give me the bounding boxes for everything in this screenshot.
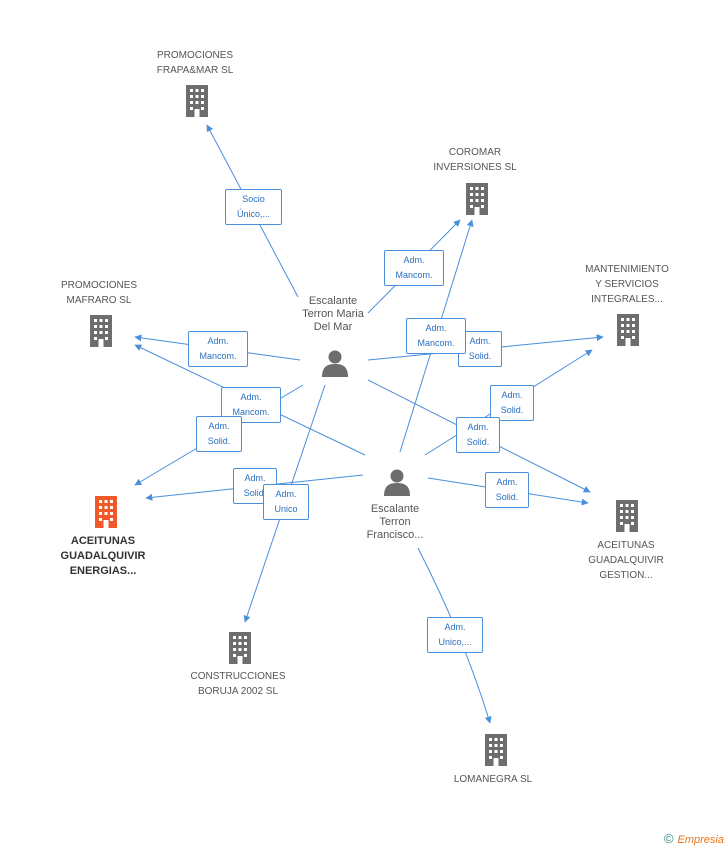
building-icon-frapamar[interactable] (186, 85, 208, 117)
company-label-gestion[interactable]: ACEITUNAS GUADALQUIVIR GESTION... (588, 540, 664, 581)
edge-label-adm-mancom-coromar-2: Adm. Mancom. (406, 318, 466, 354)
building-icon-boruja[interactable] (229, 632, 251, 664)
company-label-coromar[interactable]: COROMAR INVERSIONES SL (433, 147, 517, 173)
building-icon-coromar[interactable] (466, 183, 488, 215)
edge-label-adm-solid-gestion-2: Adm. Solid. (485, 472, 529, 508)
person-icon-francisco[interactable] (384, 469, 410, 497)
building-icon-lomanegra[interactable] (485, 734, 507, 766)
company-label-mafraro[interactable]: PROMOCIONES MAFRARO SL (60, 280, 138, 306)
building-icon-gestion[interactable] (616, 500, 638, 532)
edge-label-adm-mancom-mafraro: Adm. Mancom. (188, 331, 248, 367)
building-icon-mantenimiento[interactable] (617, 314, 639, 346)
company-label-lomanegra[interactable]: LOMANEGRA SL (453, 774, 533, 785)
person-label-maria[interactable]: Escalante Terron Maria Del Mar (302, 295, 364, 333)
edge-label-adm-solid-energias: Adm. Solid. (196, 416, 242, 452)
edge-label-socio-unico: Socio Único,... (225, 189, 282, 225)
edge-label-adm-mancom-coromar: Adm. Mancom. (384, 250, 444, 286)
edge-label-adm-solid-gestion: Adm. Solid. (456, 417, 500, 453)
edge-label-adm-unico-boruja: Adm. Unico (263, 484, 309, 520)
edge-label-adm-unico-lomanegra: Adm. Unico,... (427, 617, 483, 653)
company-label-frapamar[interactable]: PROMOCIONES FRAPA&MAR SL (156, 50, 234, 76)
building-icon-energias[interactable] (95, 496, 117, 528)
copyright-icon: © (663, 831, 674, 846)
edge-label-adm-solid-mantenimiento-2: Adm. Solid. (490, 385, 534, 421)
company-label-mantenimiento[interactable]: MANTENIMIENTO Y SERVICIOS INTEGRALES... (585, 264, 669, 305)
building-icon-mafraro[interactable] (90, 315, 112, 347)
person-icon-maria[interactable] (322, 350, 348, 378)
brand-logo[interactable]: Empresia (677, 834, 724, 846)
footer-brand[interactable]: ©Empresia (664, 831, 724, 846)
company-label-boruja[interactable]: CONSTRUCCIONES BORUJA 2002 SL (190, 671, 286, 697)
company-label-energias[interactable]: ACEITUNAS GUADALQUIVIR ENERGIAS... (60, 535, 146, 577)
person-label-francisco[interactable]: Escalante Terron Francisco... (366, 503, 424, 541)
